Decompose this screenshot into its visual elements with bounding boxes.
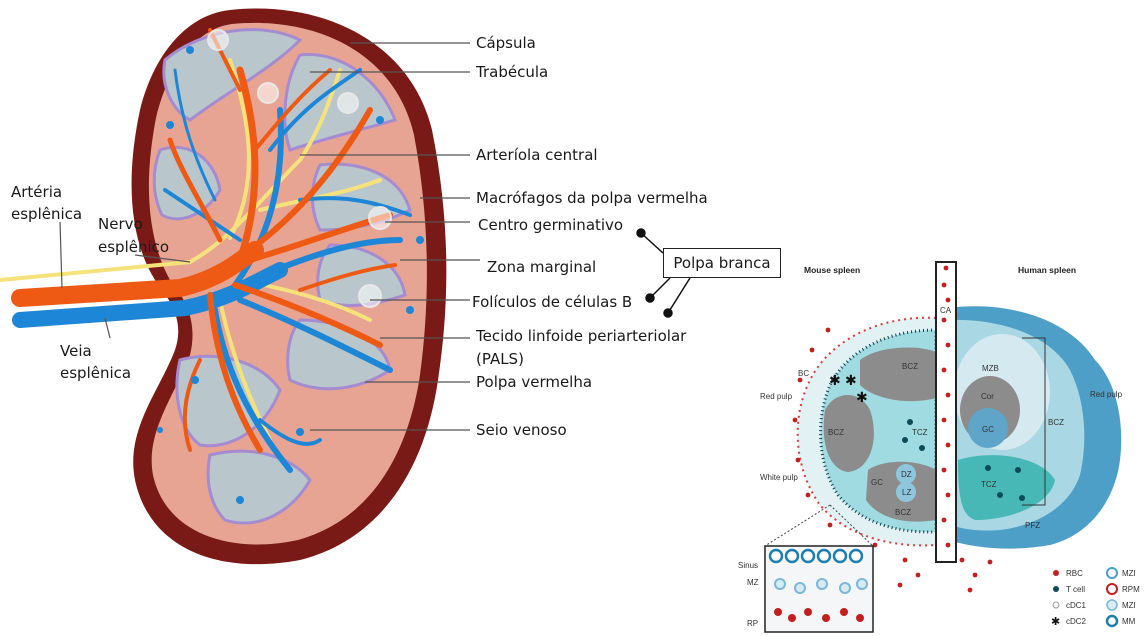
- label-tcz-mouse: TCZ: [912, 428, 928, 437]
- label-gc-human: GC: [982, 425, 994, 434]
- legend-mzi-1: MZI: [1122, 569, 1136, 578]
- label-sinus: Sinus: [738, 561, 758, 570]
- svg-text:✱: ✱: [1051, 615, 1060, 628]
- label-mzb: MZB: [982, 364, 999, 373]
- inset-dashed-line-a: [765, 505, 830, 546]
- label-red-pulp-left: Red pulp: [760, 392, 792, 401]
- label-bcz-human: BCZ: [1048, 418, 1064, 427]
- label-bcz-left: BCZ: [828, 428, 844, 437]
- label-pfz: PFZ: [1025, 521, 1040, 530]
- label-bcz-top: BCZ: [902, 362, 918, 371]
- label-lz: LZ: [902, 488, 911, 497]
- svg-text:✱: ✱: [829, 373, 841, 389]
- label-bc: BC: [798, 369, 809, 378]
- svg-text:✱: ✱: [845, 373, 857, 389]
- label-ca: CA: [940, 306, 951, 315]
- legend-rbc: RBC: [1066, 569, 1083, 578]
- label-white-pulp: White pulp: [760, 473, 798, 482]
- label-red-pulp-right: Red pulp: [1090, 390, 1122, 399]
- label-cor: Cor: [981, 392, 994, 401]
- legend-rpm: RPM: [1122, 585, 1140, 594]
- legend-cdc1: cDC1: [1066, 601, 1086, 610]
- label-dz: DZ: [901, 470, 912, 479]
- svg-text:✱: ✱: [856, 390, 868, 406]
- label-bcz-bottom: BCZ: [895, 508, 911, 517]
- label-mz: MZ: [747, 578, 759, 587]
- legend-t-cell: T cell: [1066, 585, 1085, 594]
- mouse-spleen-title: Mouse spleen: [804, 266, 860, 275]
- legend-cdc2: cDC2: [1066, 617, 1086, 626]
- legend-mzi-2: MZI: [1122, 601, 1136, 610]
- legend-mm: MM: [1122, 617, 1135, 626]
- label-rp: RP: [747, 619, 758, 628]
- label-gc-mouse: GC: [871, 478, 883, 487]
- human-spleen-title: Human spleen: [1018, 266, 1076, 275]
- label-tcz-human: TCZ: [981, 480, 997, 489]
